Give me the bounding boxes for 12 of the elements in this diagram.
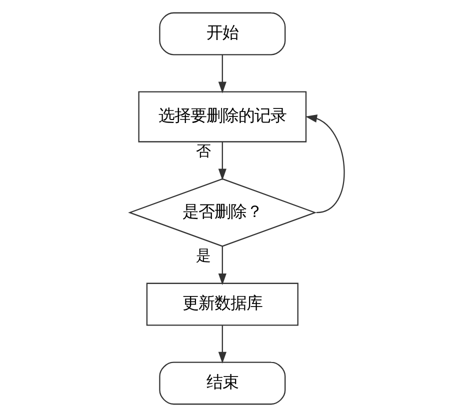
arrow: [218, 54, 226, 94]
node-box: 开始: [159, 12, 286, 56]
node-box: 更新数据库: [146, 282, 298, 326]
arrow: [218, 142, 226, 180]
node-box: 结束: [159, 362, 286, 405]
arrow: [305, 114, 345, 214]
node-diamond: 是否删除？: [128, 178, 317, 247]
edge-label: 否: [196, 142, 212, 160]
arrow: [218, 246, 226, 286]
edge-label: 是: [196, 246, 212, 265]
node-box: 选择要删除的记录: [138, 91, 307, 142]
arrow: [218, 326, 226, 364]
